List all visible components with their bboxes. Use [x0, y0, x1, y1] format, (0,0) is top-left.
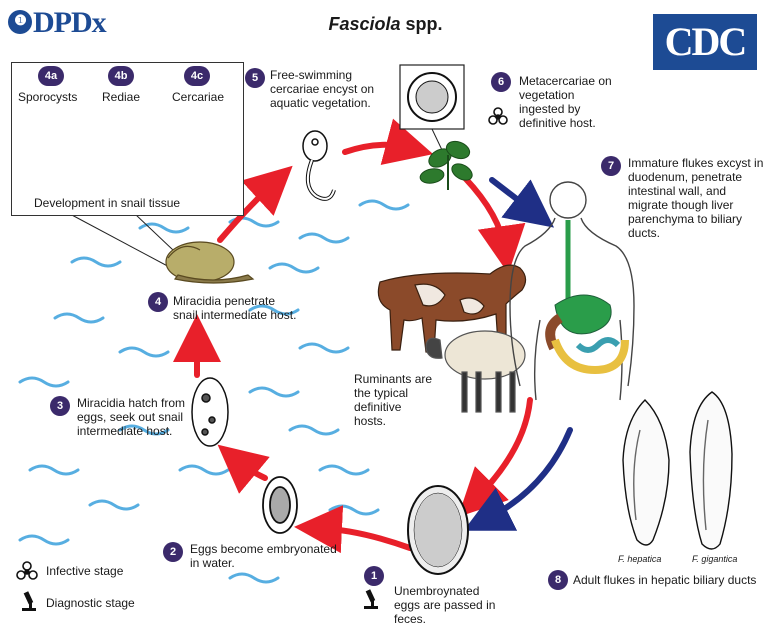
step-4b-badge: 4b: [108, 66, 134, 86]
step-1-badge: 1: [364, 566, 384, 586]
step-1-text: Unembroynated eggs are passed in feces.: [394, 584, 504, 626]
adult-fluke-gigantica-illustration: [690, 392, 732, 549]
unembryonated-egg-illustration: [408, 486, 468, 574]
biohazard-icon: [489, 108, 507, 124]
step-4-text: Miracidia penetrate snail intermediate h…: [173, 294, 303, 322]
step-7-badge: 7: [601, 156, 621, 176]
free-cercaria-illustration: [303, 131, 334, 199]
digestive-tract: [550, 220, 625, 370]
arrow-ruminant-to-1: [475, 400, 530, 500]
arrow-2-to-3: [236, 460, 265, 478]
step-4a-label: Sporocysts: [18, 90, 77, 104]
step-8-badge: 8: [548, 570, 568, 590]
fluke-gigantica-label: F. gigantica: [692, 552, 737, 566]
step-5-badge: 5: [245, 68, 265, 88]
step-4-badge: 4: [148, 292, 168, 312]
legend-biohazard-icon: [17, 562, 37, 579]
step-4b-label: Rediae: [102, 90, 140, 104]
step-4c-label: Cercariae: [172, 90, 224, 104]
adult-fluke-hepatica-illustration: [623, 400, 669, 545]
step-3-badge: 3: [50, 396, 70, 416]
snail-illustration: [166, 242, 253, 283]
step-5-text: Free-swimming cercariae encyst on aquati…: [270, 68, 400, 110]
step-6-badge: 6: [491, 72, 511, 92]
legend-infective-label: Infective stage: [46, 564, 123, 578]
miracidium-illustration: [192, 378, 228, 446]
sheep-illustration: [426, 331, 525, 412]
fluke-hepatica-label: F. hepatica: [618, 552, 661, 566]
step-4c-badge: 4c: [184, 66, 210, 86]
arrow-5-to-6: [345, 145, 410, 152]
step-2-badge: 2: [163, 542, 183, 562]
arrow-6-to-human: [492, 180, 535, 213]
metacercaria-illustration: [400, 65, 464, 150]
microscope-icon: [364, 589, 378, 609]
step-6-text: Metacercariae on vegetation ingested by …: [519, 74, 619, 130]
step-3-text: Miracidia hatch from eggs, seek out snai…: [77, 396, 192, 438]
step-4a-badge: 4a: [38, 66, 64, 86]
step-8-text: Adult flukes in hepatic biliary ducts: [573, 573, 763, 587]
legend-microscope-icon: [22, 591, 36, 611]
ruminants-text: Ruminants are the typical definitive hos…: [354, 372, 434, 428]
step-7-text: Immature flukes excyst in duodenum, pene…: [628, 156, 766, 240]
snail-development-caption: Development in snail tissue: [34, 196, 180, 210]
step-2-text: Eggs become embryonated in water.: [190, 542, 340, 570]
legend-diagnostic-label: Diagnostic stage: [46, 596, 135, 610]
embryonated-egg-illustration: [263, 477, 297, 533]
